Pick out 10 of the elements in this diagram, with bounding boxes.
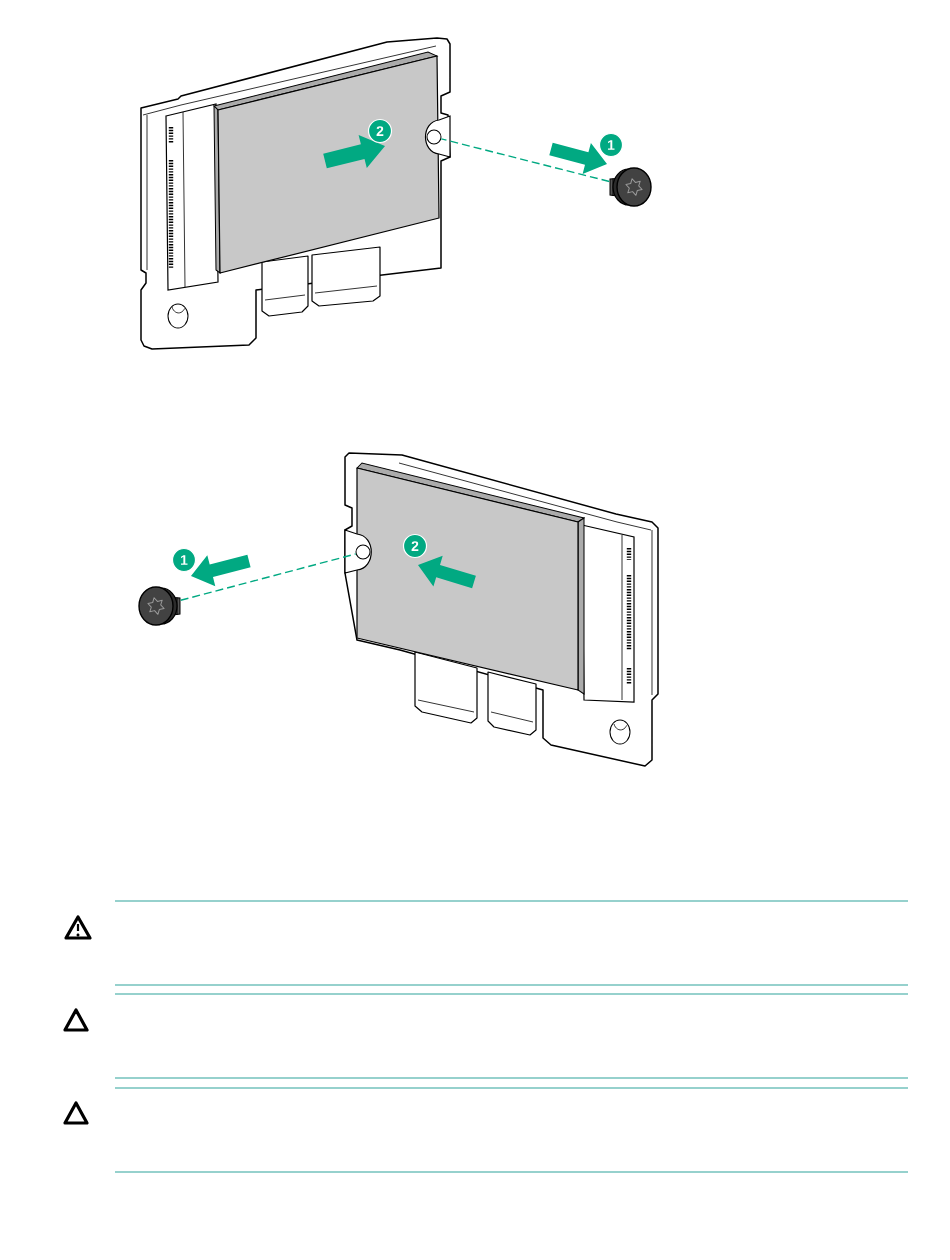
alignment-line bbox=[179, 553, 357, 601]
callout-number: 1 bbox=[598, 132, 624, 158]
alignment-line bbox=[440, 138, 610, 183]
callout-number: 1 bbox=[171, 547, 197, 573]
callout-number: 2 bbox=[402, 533, 428, 559]
screw bbox=[138, 586, 181, 626]
screw-hole bbox=[426, 129, 442, 145]
screw-hole bbox=[355, 544, 371, 560]
callout-number: 2 bbox=[367, 118, 393, 144]
screw bbox=[609, 167, 652, 207]
